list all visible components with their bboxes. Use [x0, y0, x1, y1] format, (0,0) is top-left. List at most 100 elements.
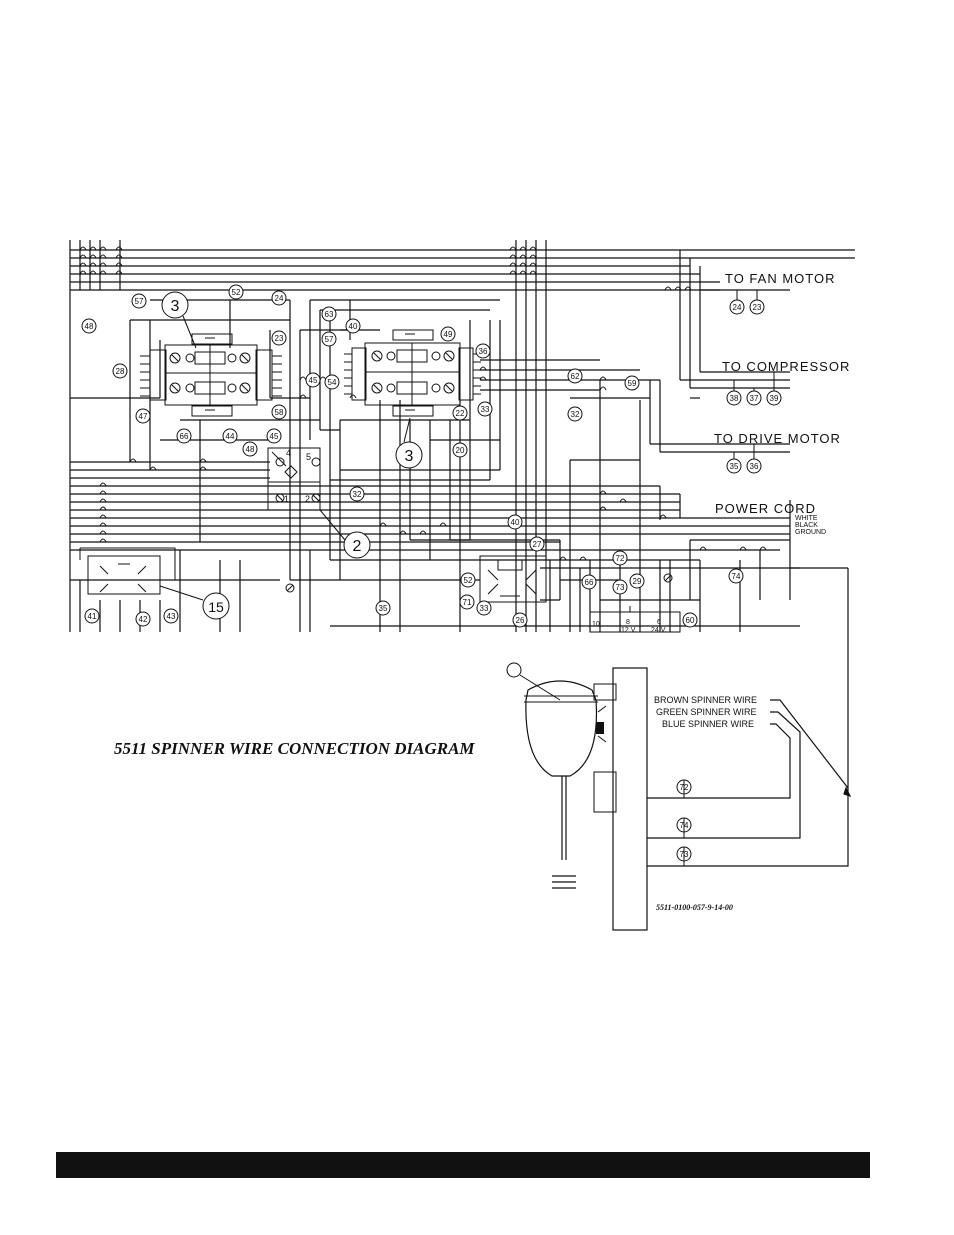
wire-number-label: 23	[275, 334, 284, 343]
wire-number-label: 52	[464, 576, 473, 585]
wire-number-circle	[452, 405, 468, 421]
spinner-wire-labels: BROWN SPINNER WIRE GREEN SPINNER WIRE BL…	[654, 695, 757, 729]
wire-number-label: 71	[463, 598, 472, 607]
label-white: WHITE	[795, 515, 818, 522]
svg-text:6: 6	[657, 619, 661, 626]
terminal-block	[267, 447, 321, 511]
label-to-fan-motor: TO FAN MOTOR	[725, 271, 835, 286]
wire-number-circle	[477, 401, 493, 417]
wire-number-label: 23	[753, 303, 762, 312]
svg-text:1: 1	[284, 494, 289, 504]
wire-number-label: 27	[533, 540, 542, 549]
relay-block-right	[344, 329, 481, 417]
label-blue-spinner-wire: BLUE SPINNER WIRE	[662, 719, 754, 729]
wire-number-label: 40	[349, 322, 358, 331]
wire-number-label: 42	[139, 615, 148, 624]
wire-number-circle	[612, 550, 628, 566]
wire-number-label: 32	[571, 410, 580, 419]
wire-number-label: 28	[116, 367, 125, 376]
wire-number-label: 33	[480, 604, 489, 613]
wire-number-circle	[460, 572, 476, 588]
diagram-title: 5511 SPINNER WIRE CONNECTION DIAGRAM	[114, 739, 475, 758]
wire-number-label: 43	[167, 612, 176, 621]
wire-number-circle	[629, 573, 645, 589]
wire-number-label: 39	[770, 394, 779, 403]
wire-number-circle	[440, 326, 456, 342]
label-power-cord: POWER CORD	[715, 501, 816, 516]
terminal-number-labels: 4 5 1 2	[284, 448, 311, 504]
wire-number-circle	[321, 306, 337, 322]
big-callouts: 3 3 2 15	[159, 291, 423, 620]
wire-number-label: 37	[750, 394, 759, 403]
svg-text:10: 10	[592, 621, 600, 628]
wire-number-circle	[266, 428, 282, 444]
wire-number-label: 73	[616, 583, 625, 592]
wire-number-circle	[305, 372, 321, 388]
wire-number-circle	[271, 290, 287, 306]
motor-leads	[683, 290, 775, 866]
wire-number-label: 45	[270, 432, 279, 441]
wire-number-circle	[349, 486, 365, 502]
wire-number-circle	[112, 363, 128, 379]
wire-number-circle	[375, 600, 391, 616]
wire-number-label: 60	[686, 616, 695, 625]
wire-number-circle	[321, 331, 337, 347]
wire-number-label: 29	[633, 577, 642, 586]
wire-number-circle	[624, 375, 640, 391]
label-to-compressor: TO COMPRESSOR	[722, 359, 850, 374]
footer-bar	[56, 1152, 870, 1178]
svg-text:5: 5	[306, 452, 311, 462]
wire-number-circle	[176, 428, 192, 444]
transformer	[589, 606, 681, 633]
wire-number-circle	[271, 404, 287, 420]
wire-number-circle	[271, 330, 287, 346]
wire-number-label: 74	[732, 572, 741, 581]
wire-number-label: 54	[328, 378, 337, 387]
wire-number-label: 52	[232, 288, 241, 297]
wire-number-label: 36	[479, 347, 488, 356]
wire-number-label: 41	[88, 612, 97, 621]
label-black: BLACK	[795, 522, 818, 529]
wire-number-circle	[567, 406, 583, 422]
wire-number-label: 47	[139, 412, 148, 421]
wire-number-label: 44	[226, 432, 235, 441]
wire-number-label: 38	[730, 394, 739, 403]
wire-number-circle	[476, 600, 492, 616]
switch-module-15	[79, 547, 176, 595]
wire-number-label: 66	[180, 432, 189, 441]
label-to-drive-motor: TO DRIVE MOTOR	[714, 431, 841, 446]
wire-number-circle	[228, 284, 244, 300]
wire-number-label: 48	[85, 322, 94, 331]
wire-number-circle	[682, 612, 698, 628]
wire-number-circle	[135, 611, 151, 627]
spinner-wires	[647, 567, 852, 867]
wire-number-label: 57	[325, 335, 334, 344]
wire-number-label: 49	[444, 330, 453, 339]
wire-number-circle	[222, 428, 238, 444]
svg-text:4: 4	[286, 448, 291, 458]
vertical-wires	[69, 240, 791, 632]
wire-number-label: 35	[730, 462, 739, 471]
wire-number-circle	[728, 568, 744, 584]
wire-number-circle	[324, 374, 340, 390]
relay-bottom	[479, 555, 547, 603]
wire-number-circle	[242, 441, 258, 457]
wire-crossovers	[79, 246, 767, 561]
wire-number-label: 72	[616, 554, 625, 563]
wire-number-circle	[81, 318, 97, 334]
label-green-spinner-wire: GREEN SPINNER WIRE	[656, 707, 757, 717]
wire-number-label: 36	[750, 462, 759, 471]
wire-number-label: 57	[135, 297, 144, 306]
svg-text:2: 2	[305, 494, 310, 504]
wire-number-label: 22	[456, 409, 465, 418]
wire-number-circle	[131, 293, 147, 309]
screw-terminals	[285, 573, 673, 593]
callout-15: 15	[208, 599, 224, 615]
svg-text:12 V.: 12 V.	[621, 627, 637, 634]
wire-number-label: 35	[379, 604, 388, 613]
wire-number-label: 48	[246, 445, 255, 454]
wire-number-label: 33	[481, 405, 490, 414]
wire-number-circle	[163, 608, 179, 624]
transformer-labels: 10 8 12 V. 6 24 V.	[592, 619, 667, 634]
